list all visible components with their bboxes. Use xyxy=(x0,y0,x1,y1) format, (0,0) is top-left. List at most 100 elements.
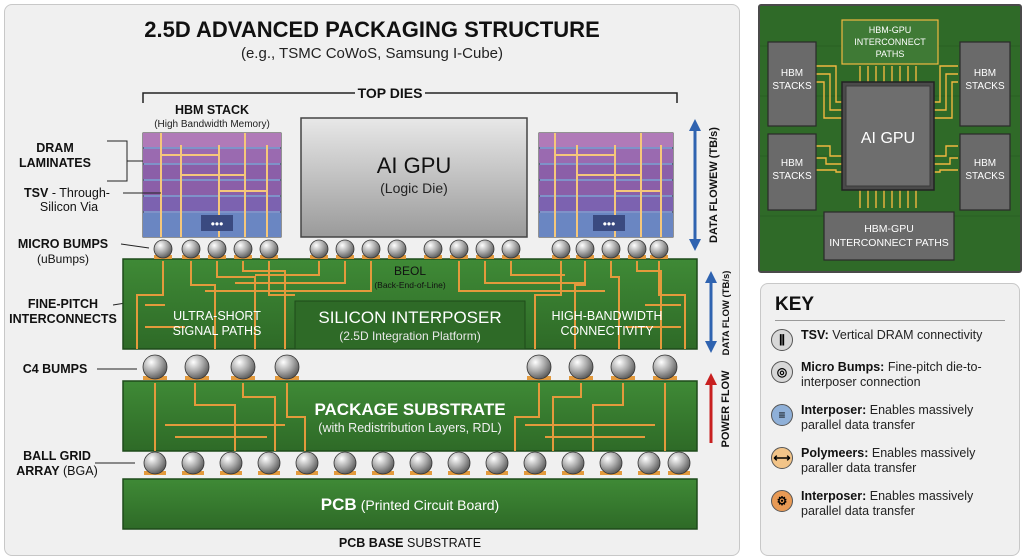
top-interconnect-label-1: HBM-GPU xyxy=(869,25,912,35)
micro-bumps-label: MICRO BUMPS (uBumps) xyxy=(18,237,150,266)
micro-bump xyxy=(649,239,669,259)
bga-ball xyxy=(371,451,395,475)
svg-text:PCB(Printed Circuit Board): PCB(Printed Circuit Board) xyxy=(321,495,499,514)
fine-pitch-label: FINE-PITCH INTERCONNECTS xyxy=(9,297,152,326)
c4-bumps-label: C4 BUMPS xyxy=(23,362,137,376)
interposer-subtitle: (2.5D Integration Platform) xyxy=(339,329,480,343)
svg-text:Silicon Via: Silicon Via xyxy=(40,200,98,214)
top-dies-label: TOP DIES xyxy=(358,85,423,101)
hbm-stack-title: HBM STACK xyxy=(175,103,249,117)
footer-label: PCB BASE SUBSTRATE xyxy=(339,536,481,550)
svg-text:INTERCONNECT PATHS: INTERCONNECT PATHS xyxy=(829,237,949,249)
micro-bump xyxy=(601,239,621,259)
hbm-stack-left: ••• xyxy=(142,132,282,238)
bga-ball xyxy=(181,451,205,475)
micro-bump xyxy=(207,239,227,259)
bga-ball xyxy=(333,451,357,475)
key-item-tsv: ⫼ TSV: Vertical DRAM connectivity xyxy=(771,328,1011,351)
gpu-subtitle: (Logic Die) xyxy=(380,180,448,196)
svg-text:STACKS: STACKS xyxy=(772,171,812,182)
micro-bump xyxy=(575,239,595,259)
svg-text:DATA FLOW (TB/s): DATA FLOW (TB/s) xyxy=(721,271,732,356)
c4-bump xyxy=(274,354,300,380)
silicon-interposer: BEOL (Back-End-of-Line) SILICON INTERPOS… xyxy=(122,258,698,350)
svg-text:MICRO BUMPS: MICRO BUMPS xyxy=(18,237,108,251)
power-flow-arrow: POWER FLOW xyxy=(705,370,732,448)
substrate-subtitle: (with Redistribution Layers, RDL) xyxy=(318,421,501,435)
micro-bump xyxy=(361,239,381,259)
svg-text:INTERCONNECTS: INTERCONNECTS xyxy=(9,312,117,326)
key-divider xyxy=(775,320,1005,321)
top-dies-bracket: TOP DIES xyxy=(142,85,678,103)
top-view-diagram: HBM-GPU INTERCONNECT PATHS HBM STACKS HB… xyxy=(760,6,1020,271)
bga-ball xyxy=(143,451,167,475)
micro-bump xyxy=(233,239,253,259)
high-bandwidth-label-1: HIGH-BANDWIDTH xyxy=(551,309,662,323)
key-item-micro-bumps: ◎ Micro Bumps: Fine-pitch die-to-interpo… xyxy=(771,360,1011,390)
pcb-subtitle: (Printed Circuit Board) xyxy=(361,497,500,513)
micro-bump xyxy=(501,239,521,259)
c4-bump xyxy=(526,354,552,380)
bga-ball xyxy=(637,451,661,475)
svg-text:TSV - Through-: TSV - Through- xyxy=(24,186,110,200)
bga-ball xyxy=(257,451,281,475)
svg-text:FINE-PITCH: FINE-PITCH xyxy=(28,297,98,311)
bga-ball xyxy=(523,451,547,475)
micro-bump xyxy=(335,239,355,259)
beol-sublabel: (Back-End-of-Line) xyxy=(374,280,446,290)
svg-text:HBM: HBM xyxy=(974,68,996,79)
bga-ball xyxy=(561,451,585,475)
data-flow-arrow: DATA FLOW (TB/s) xyxy=(705,271,732,356)
svg-text:HBM: HBM xyxy=(781,158,803,169)
polymer-icon: ⟷ xyxy=(771,447,793,469)
hbm-dots-right: ••• xyxy=(603,217,616,231)
svg-text:STACKS: STACKS xyxy=(772,81,812,92)
svg-text:LAMINATES: LAMINATES xyxy=(19,156,91,170)
micro-bump xyxy=(259,239,279,259)
bga-ball xyxy=(447,451,471,475)
key-title: KEY xyxy=(775,294,815,315)
data-flowew-arrow: DATA FLOWEW (TB/s) xyxy=(689,119,720,251)
hbm-stack-top-right: HBM STACKS xyxy=(959,41,1011,127)
key-item-interposer-2: ⚙ Interposer: Enables massively parallel… xyxy=(771,489,1011,519)
pcb-title: PCB xyxy=(321,495,357,514)
c4-bump xyxy=(184,354,210,380)
micro-bump xyxy=(423,239,443,259)
top-view-panel: HBM-GPU INTERCONNECT PATHS HBM STACKS HB… xyxy=(758,4,1022,273)
interposer-gear-icon: ⚙ xyxy=(771,490,793,512)
svg-text:HBM: HBM xyxy=(781,68,803,79)
micro-bump xyxy=(153,239,173,259)
svg-text:DATA FLOWEW (TB/s): DATA FLOWEW (TB/s) xyxy=(708,127,720,243)
micro-bump xyxy=(551,239,571,259)
package-substrate: PACKAGE SUBSTRATE (with Redistribution L… xyxy=(122,380,698,452)
micro-bump xyxy=(181,239,201,259)
hbm-stack-bottom-right: HBM STACKS xyxy=(959,133,1011,211)
svg-text:STACKS: STACKS xyxy=(965,81,1005,92)
micro-bump xyxy=(309,239,329,259)
hbm-stack-right: ••• xyxy=(538,132,674,238)
top-view-traces xyxy=(816,65,958,208)
ultra-short-label-2: SIGNAL PATHS xyxy=(173,324,262,338)
micro-bump xyxy=(387,239,407,259)
substrate-title: PACKAGE SUBSTRATE xyxy=(314,400,505,419)
bga-balls-row xyxy=(143,451,691,475)
key-item-interposer: ≡ Interposer: Enables massively parallel… xyxy=(771,403,1011,433)
micro-bump xyxy=(475,239,495,259)
svg-text:DRAM: DRAM xyxy=(36,141,74,155)
cross-section-panel: 2.5D ADVANCED PACKAGING STRUCTURE (e.g.,… xyxy=(4,4,740,556)
bga-label: BALL GRID ARRAY (BGA) xyxy=(16,449,135,478)
hbm-stack-bottom-left: HBM STACKS xyxy=(767,133,817,211)
high-bandwidth-label-2: CONNECTIVITY xyxy=(560,324,654,338)
beol-label: BEOL xyxy=(394,264,426,278)
svg-text:BALL GRID: BALL GRID xyxy=(23,449,91,463)
svg-text:ARRAY (BGA): ARRAY (BGA) xyxy=(16,464,98,478)
bga-ball xyxy=(219,451,243,475)
c4-bump xyxy=(652,354,678,380)
hbm-stack-top-left: HBM STACKS xyxy=(767,41,817,127)
gpu-title: AI GPU xyxy=(377,153,452,178)
top-interconnect-label-2: INTERCONNECT xyxy=(854,37,926,47)
key-item-polymeers: ⟷ Polymeers: Enables massively paraller … xyxy=(771,446,1011,476)
dram-laminates-label: DRAM LAMINATES xyxy=(19,140,143,182)
bga-ball xyxy=(485,451,509,475)
top-interconnect-label-3: PATHS xyxy=(876,49,905,59)
